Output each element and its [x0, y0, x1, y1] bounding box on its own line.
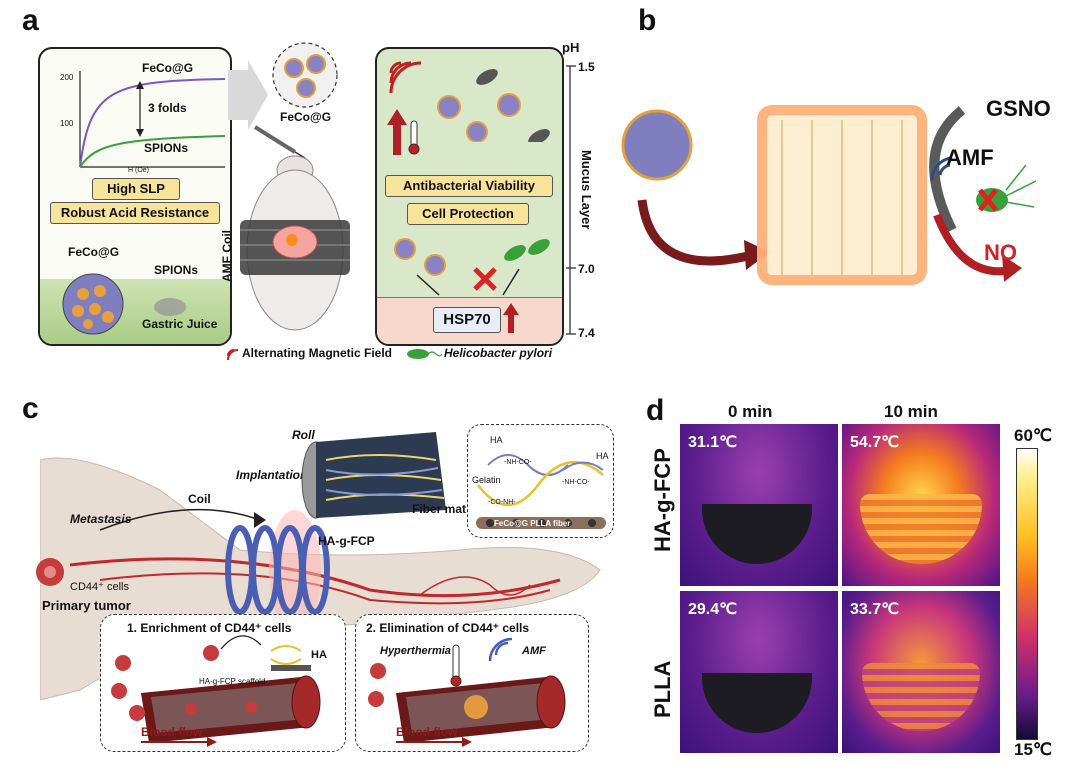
scale-max-label: 60℃	[1014, 426, 1053, 445]
temp-plla-10min: 33.7℃	[850, 601, 900, 618]
sphere-spions-label: SPIONs	[154, 263, 199, 277]
thermal-hagfcp-10min	[842, 424, 1000, 586]
ph-title: pH	[562, 40, 580, 55]
col-head-0min: 0 min	[728, 402, 773, 421]
panel-label-c: c	[22, 392, 39, 425]
amf-label-c: AMF	[522, 645, 546, 657]
badge-acid-resistance: Robust Acid Resistance	[50, 202, 220, 224]
syringe-icon	[253, 125, 306, 159]
sphere-feco-label: FeCo@G	[68, 245, 120, 259]
elimination-box: 2. Elimination of CD44⁺ cells Hypertherm…	[355, 614, 589, 752]
row-head-plla: PLLA	[650, 660, 675, 718]
badge-high-slp: High SLP	[92, 178, 180, 200]
nanoparticle-zoom-icon	[272, 42, 338, 108]
amf-coil-label: AMF Coil	[220, 230, 234, 282]
temp-hagfcp-10min: 54.7℃	[850, 434, 900, 451]
primary-tumor-label: Primary tumor	[42, 598, 131, 613]
spions-cluster-icon	[154, 298, 186, 316]
inset-nhco-2: -NH-CO-	[562, 479, 590, 486]
badge-cell-protection: Cell Protection	[407, 203, 529, 225]
enrichment-title: 1. Enrichment of CD44⁺ cells	[127, 621, 292, 635]
vessel-elimination-icon	[368, 637, 566, 747]
curve-spions-label: SPIONs	[144, 141, 189, 155]
inset-gelatin-label: Gelatin	[472, 475, 501, 485]
thermal-hagfcp-0min	[680, 424, 838, 586]
scale-min-label: 15℃	[1014, 740, 1053, 759]
chemistry-curves	[476, 454, 606, 529]
fold-label: 3 folds	[148, 101, 187, 115]
cd44-cells-label: CD44⁺ cells	[70, 581, 129, 593]
curve-feco-label: FeCo@G	[142, 61, 194, 75]
badge-antibacterial: Antibacterial Viability	[385, 175, 553, 197]
ph-tick-74: 7.4	[578, 326, 595, 340]
scaffold-label: HA-g-FCP scaffold	[199, 677, 266, 686]
temp-plla-0min: 29.4℃	[688, 601, 738, 618]
flow-arrow-icon	[228, 60, 268, 130]
hsp70-badge: HSP70	[433, 307, 501, 333]
enrichment-ha-label: HA	[311, 649, 327, 661]
fiber-mat-icon	[301, 432, 446, 519]
vessel-enrichment-icon	[111, 635, 321, 747]
ph-tick-15: 1.5	[578, 60, 595, 74]
mechanism-box: Antibacterial Viability Cell Protection …	[375, 47, 564, 346]
inset-nhco-1: -NH-CO-	[504, 459, 532, 466]
metastasis-label: Metastasis	[70, 512, 132, 526]
temperature-rise-icon	[387, 109, 420, 155]
implantation-label: Implantation	[236, 468, 308, 482]
row-head-hagfcp: HA-g-FCP	[650, 448, 675, 552]
hagfcp-label: HA-g-FCP	[318, 534, 375, 548]
ph-tick-70: 7.0	[578, 262, 595, 276]
nanoparticle-feco-icon	[62, 273, 124, 335]
no-label: NO	[984, 240, 1017, 265]
panel-b-scheme	[621, 105, 1037, 285]
roll-label: Roll	[292, 428, 315, 442]
inset-conh: -CO-NH-	[488, 499, 516, 506]
hyperthermia-label: Hyperthermia	[380, 645, 451, 657]
tumor-cell-icon	[36, 558, 64, 586]
elimination-title: 2. Elimination of CD44⁺ cells	[366, 621, 530, 635]
enrichment-box: 1. Enrichment of CD44⁺ cells HA HA-g-FCP…	[100, 614, 346, 752]
particles-bacteria-icon	[437, 69, 550, 142]
col-head-10min: 10 min	[884, 402, 938, 421]
temperature-colorbar	[1016, 448, 1038, 740]
injection-label: FeCo@G	[280, 110, 332, 124]
inset-ha-label-1: HA	[490, 435, 503, 445]
fiber-mat-label: Fiber mat	[412, 502, 467, 516]
blood-flow-label-2: Blood flow	[396, 725, 458, 739]
legend-amf-icon	[227, 349, 239, 361]
panel-label-d: d	[646, 394, 665, 427]
coil-label: Coil	[188, 492, 211, 506]
y-tick-200: 200	[60, 73, 74, 82]
blood-flow-label-1: Blood flow	[141, 725, 203, 739]
inset-fiber-label: FeCo@G PLLA fiber	[494, 519, 571, 528]
mucus-layer-label: Mucus Layer	[579, 150, 594, 230]
temp-hagfcp-0min: 31.1℃	[688, 434, 738, 451]
magnetic-waves-icon	[389, 61, 422, 94]
amf-label-b: AMF	[946, 145, 994, 170]
protection-scheme-icon	[394, 238, 550, 296]
chemistry-inset: HA HA Gelatin -NH-CO- -NH-CO- -CO-NH- Fe…	[467, 424, 614, 538]
hsp-up-arrow-icon	[503, 303, 519, 333]
properties-box: 200 100 FeCo@G 3 folds SPIONs H (Oe) Hig…	[38, 47, 232, 346]
ph-scale	[566, 65, 576, 335]
gastric-juice-label: Gastric Juice	[142, 317, 218, 331]
legend-amf-label: Alternating Magnetic Field	[242, 346, 393, 360]
x-axis-label: H (Oe)	[128, 167, 149, 174]
y-tick-100: 100	[60, 119, 74, 128]
thermal-plla-10min	[842, 591, 1000, 753]
inset-ha-label-2: HA	[596, 451, 609, 461]
panel-label-b: b	[638, 4, 657, 37]
slp-chart	[79, 71, 226, 168]
panel-label-a: a	[22, 4, 39, 37]
thermal-plla-0min	[680, 591, 838, 753]
mouse-figure	[240, 155, 350, 331]
legend-hp-icon	[407, 349, 442, 359]
gsno-label: GSNO	[986, 96, 1051, 121]
legend-hp-label: Helicobacter pylori	[444, 346, 553, 360]
